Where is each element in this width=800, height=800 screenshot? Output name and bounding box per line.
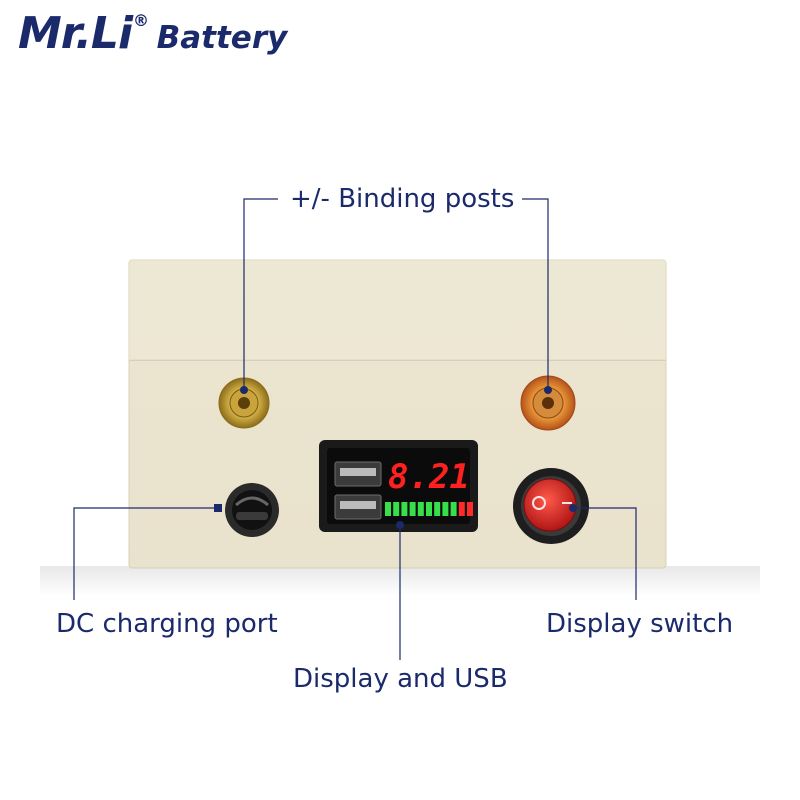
callout-dc-charging-port: DC charging port	[56, 609, 278, 639]
level-segment	[417, 502, 424, 516]
level-segment	[426, 502, 432, 516]
dc-charging-port	[225, 483, 279, 537]
brand-logo: Mr.Li® Battery	[18, 8, 287, 59]
level-segment	[458, 502, 465, 516]
positive-binding-post	[520, 375, 576, 431]
display-switch	[513, 468, 589, 544]
level-segment	[442, 502, 449, 516]
brand-sub: Battery	[156, 20, 288, 56]
registered-mark: ®	[133, 11, 150, 30]
negative-binding-post	[218, 377, 270, 429]
callout-display-switch: Display switch	[546, 609, 734, 639]
usb-ports	[334, 461, 382, 520]
level-segment	[450, 502, 457, 516]
brand-name: Mr.Li	[18, 8, 133, 59]
leader-dots	[214, 386, 577, 529]
voltage-readout: 8.21	[388, 457, 470, 497]
display-panel: 8.21	[319, 440, 478, 532]
level-segment	[401, 502, 408, 516]
leader-lines	[73, 198, 637, 660]
level-segment	[393, 502, 400, 516]
callout-display-and-usb: Display and USB	[293, 664, 508, 694]
level-segment	[385, 502, 391, 516]
level-segment	[434, 502, 441, 516]
callout-binding-posts: +/- Binding posts	[290, 184, 515, 214]
level-bar	[385, 502, 473, 516]
level-segment	[467, 502, 473, 516]
level-segment	[409, 502, 416, 516]
